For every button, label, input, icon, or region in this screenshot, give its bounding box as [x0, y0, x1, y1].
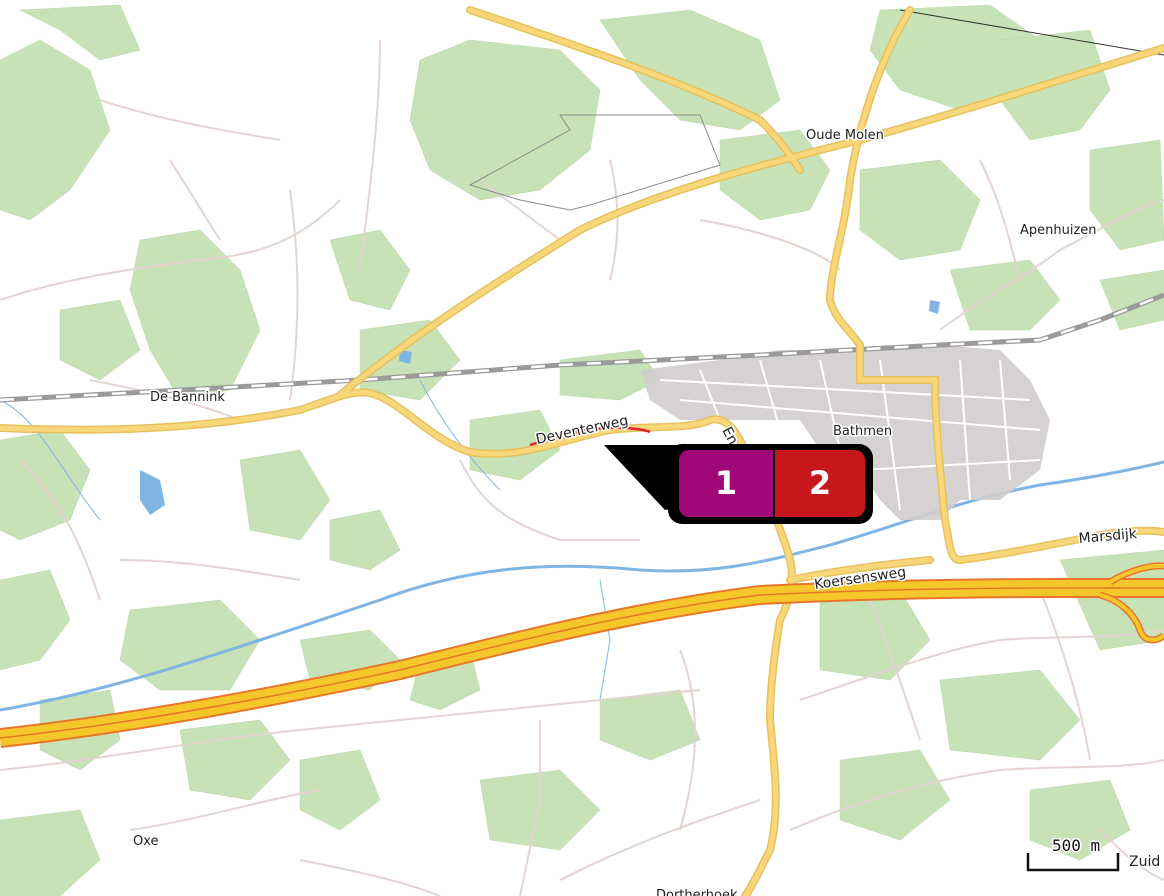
place-label-oude-molen: Oude Molen [806, 128, 884, 143]
water-features [0, 379, 1164, 712]
route-marker-badge-2-join [775, 450, 788, 517]
motorway-interchange [1098, 562, 1164, 644]
place-label-oxe: Oxe [133, 834, 159, 849]
forest-areas [0, 4, 1164, 896]
route-marker-label-2: 2 [809, 464, 831, 502]
route-marker-badge-2[interactable] [775, 450, 865, 517]
place-label-bathmen: Bathmen [833, 424, 892, 439]
route-highlight [529, 426, 651, 447]
built-up-area [640, 345, 1050, 520]
route-marker[interactable]: 1 2 [604, 444, 873, 524]
route-marker-badge-1[interactable] [679, 450, 773, 517]
place-label-dortherhoek: Dortherhoek [656, 888, 738, 896]
motorway-a1 [0, 578, 1164, 748]
main-roads [0, 7, 1164, 896]
route-marker-label-1: 1 [715, 464, 737, 502]
scale-bar-line [1026, 853, 1120, 872]
place-label-de-bannink: De Bannink [150, 390, 225, 405]
compound-outline [468, 114, 721, 211]
water-ponds [140, 300, 940, 515]
scale-bar: 500 m [1026, 835, 1120, 872]
built-up-streets [659, 359, 1041, 511]
route-marker-badge-1-join [760, 450, 773, 517]
scale-bar-label: 500 m [1052, 836, 1100, 855]
road-label-zuid-fragment: Zuid [1129, 854, 1160, 870]
river-schipbeek [0, 460, 1164, 712]
railway [0, 292, 1164, 403]
power-line [899, 9, 1164, 56]
minor-roads [0, 39, 1164, 896]
place-label-apenhuizen: Apenhuizen [1020, 223, 1097, 238]
